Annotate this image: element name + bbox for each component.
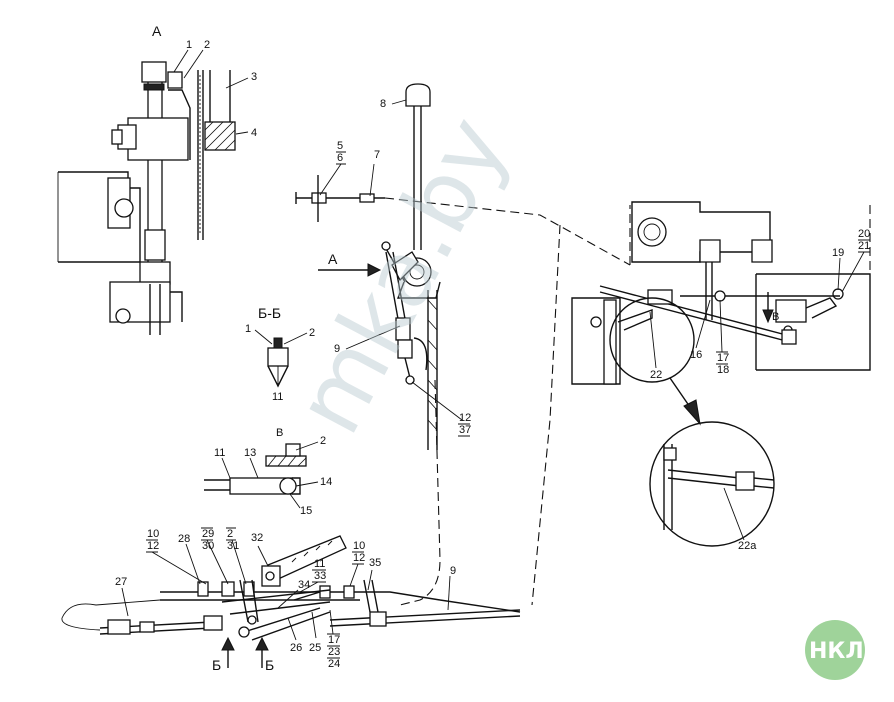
callout-29: 29 bbox=[202, 528, 214, 540]
callout-12a: 12 bbox=[147, 540, 159, 552]
callout-11c: 11 bbox=[314, 558, 325, 570]
arrow-a-label: А bbox=[328, 251, 338, 267]
callout-1: 1 bbox=[186, 39, 192, 51]
callout-bb-2: 2 bbox=[309, 327, 315, 339]
section-bb-detail bbox=[267, 337, 289, 388]
callout-26: 26 bbox=[290, 642, 302, 654]
callout-v-13: 13 bbox=[244, 447, 256, 459]
brand-logo: АГРО НКЛ bbox=[744, 620, 865, 680]
section-b-right: Б bbox=[265, 657, 274, 673]
section-b-left: Б bbox=[212, 657, 221, 673]
section-bb-label: Б-Б bbox=[258, 305, 281, 321]
callout-v-14: 14 bbox=[320, 476, 332, 488]
callout-28: 28 bbox=[178, 533, 190, 545]
right-assembly bbox=[571, 201, 871, 385]
callout-v-2: 2 bbox=[320, 435, 326, 447]
callout-v-15: 15 bbox=[300, 505, 312, 517]
callout-34: 34 bbox=[298, 579, 310, 591]
callout-2d: 2 bbox=[227, 528, 233, 540]
callout-19: 19 bbox=[832, 247, 844, 259]
callout-37: 37 bbox=[459, 424, 471, 436]
callout-7: 7 bbox=[374, 149, 380, 161]
callout-22a: 22а bbox=[738, 540, 757, 552]
callout-17b: 17 bbox=[717, 352, 729, 364]
callout-18: 18 bbox=[717, 364, 729, 376]
callout-3: 3 bbox=[251, 71, 257, 83]
view-v-label: В bbox=[276, 427, 283, 439]
logo-circle bbox=[805, 620, 865, 680]
logo-right-text: НКЛ bbox=[809, 639, 864, 664]
callout-20: 20 bbox=[858, 228, 870, 240]
callout-25: 25 bbox=[309, 642, 321, 654]
callout-16: 16 bbox=[690, 349, 702, 361]
callout-v-11: 11 bbox=[214, 447, 225, 459]
callout-27: 27 bbox=[115, 576, 127, 588]
watermark: mka.by bbox=[275, 100, 529, 450]
callout-17a: 17 bbox=[328, 634, 340, 646]
callout-21: 21 bbox=[858, 240, 870, 252]
callout-10a: 10 bbox=[147, 528, 159, 540]
bottom-leaders bbox=[121, 527, 451, 659]
view-a-leaders bbox=[173, 49, 249, 135]
callout-35: 35 bbox=[369, 557, 381, 569]
callout-4: 4 bbox=[251, 127, 257, 139]
arrow-a bbox=[318, 263, 382, 277]
callout-31: 31 bbox=[227, 540, 239, 552]
callout-24: 24 bbox=[328, 658, 340, 670]
detail-magnifier bbox=[609, 297, 775, 547]
callout-9b: 9 bbox=[450, 565, 456, 577]
callout-10b: 10 bbox=[353, 540, 365, 552]
view-a-assembly bbox=[57, 61, 236, 335]
arrow-v-label: В bbox=[772, 311, 779, 323]
cable-knob-7 bbox=[295, 175, 385, 222]
callout-9: 9 bbox=[334, 343, 340, 355]
callout-22: 22 bbox=[650, 369, 662, 381]
cable-route-middle bbox=[399, 379, 441, 606]
callout-2: 2 bbox=[204, 39, 210, 51]
leader-8 bbox=[391, 99, 407, 105]
section-b-arrows bbox=[221, 636, 269, 668]
pedal-assembly bbox=[61, 535, 521, 641]
callout-32: 32 bbox=[251, 532, 263, 544]
cable-route-right bbox=[531, 224, 561, 606]
lever-8 bbox=[381, 83, 441, 450]
callout-30: 30 bbox=[202, 540, 214, 552]
callout-12b: 12 bbox=[353, 552, 365, 564]
callout-5: 5 bbox=[337, 140, 343, 152]
callout-12: 12 bbox=[459, 412, 471, 424]
callout-bb-11: 11 bbox=[272, 391, 283, 403]
right-leaders bbox=[649, 239, 870, 369]
callout-33: 33 bbox=[314, 570, 326, 582]
callout-8: 8 bbox=[380, 98, 386, 110]
view-a-label: А bbox=[152, 23, 162, 39]
callout-23: 23 bbox=[328, 646, 340, 658]
cable-route-upper bbox=[384, 197, 631, 266]
view-v-detail bbox=[204, 443, 307, 495]
callout-bb-1: 1 bbox=[245, 323, 251, 335]
callout-6: 6 bbox=[337, 152, 343, 164]
leader-7 bbox=[369, 163, 375, 197]
logo-left-text: АГРО bbox=[744, 639, 810, 664]
